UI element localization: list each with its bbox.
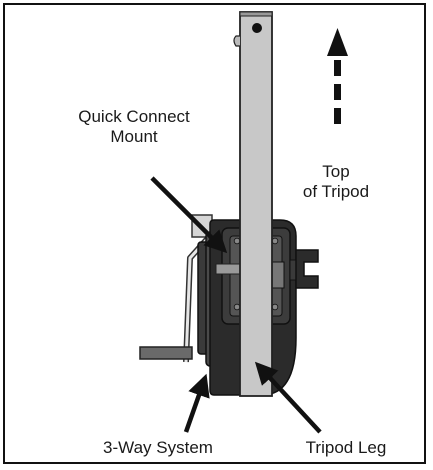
leg-latch	[233, 35, 240, 47]
mount-screw	[233, 303, 241, 311]
side-clamp	[289, 249, 319, 289]
label-three-way-system: 3-Way System	[103, 438, 213, 457]
leg-tube	[239, 11, 273, 397]
mount-screw	[233, 237, 241, 245]
up-arrow	[327, 28, 348, 124]
label-quick-connect: Quick Connect Mount	[78, 107, 190, 146]
leg-end-cap	[239, 11, 273, 17]
up-arrow-dash	[334, 108, 341, 124]
up-arrow-dash	[334, 60, 341, 76]
clamp-knob	[295, 249, 319, 289]
handle-bar	[139, 346, 193, 360]
callout-arrow-mount	[150, 176, 228, 254]
callout-arrow-leg	[254, 361, 322, 434]
mount-screw	[271, 303, 279, 311]
label-top-of-tripod: Top of Tripod	[302, 162, 370, 201]
tripod-leg	[233, 11, 273, 397]
up-arrow-head	[327, 28, 348, 56]
label-tripod-leg: Tripod Leg	[305, 438, 387, 457]
up-arrow-dash	[334, 84, 341, 100]
leg-hole	[252, 23, 262, 33]
callout-arrow-three-way	[183, 373, 210, 433]
mount-screw	[271, 237, 279, 245]
